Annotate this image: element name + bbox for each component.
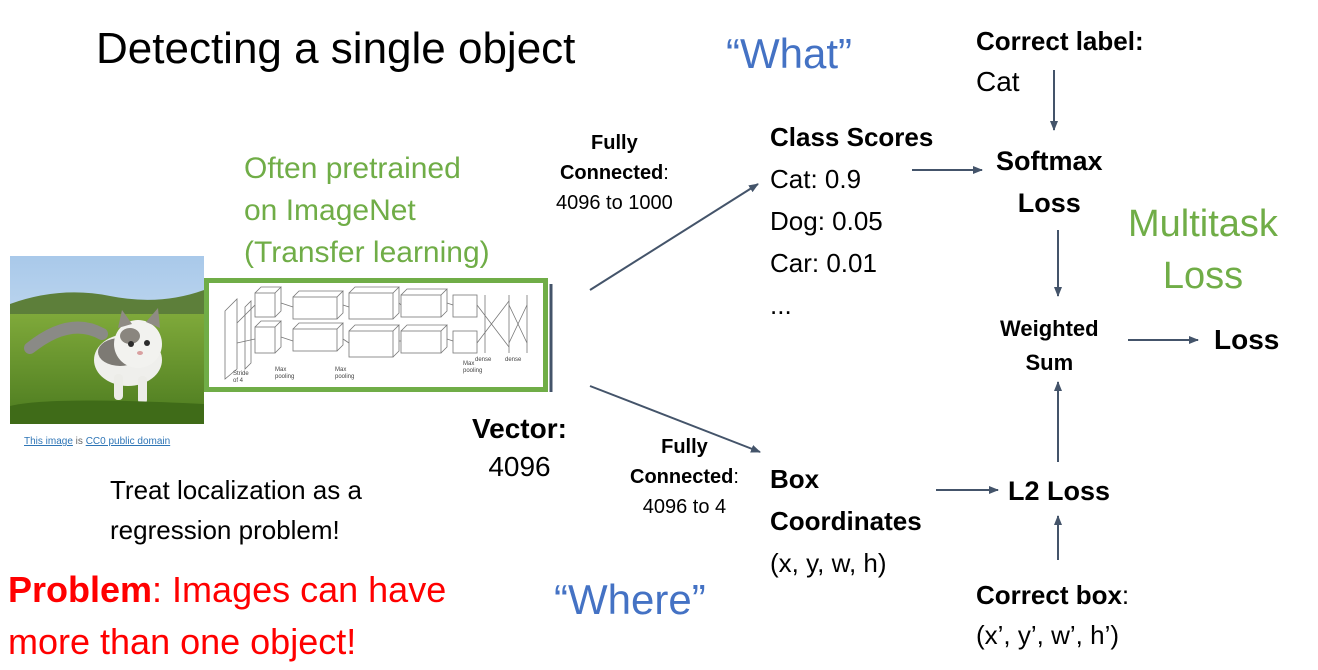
cnn-label: dense xyxy=(475,357,492,363)
image-caption: This image is CC0 public domain xyxy=(24,436,170,447)
problem-rest: : Images can have xyxy=(152,569,447,610)
weighted-line: Weighted xyxy=(1000,316,1099,341)
cnn-label: Max xyxy=(335,367,346,373)
cnn-label: pooling xyxy=(335,374,354,380)
cnn-label: of 4 xyxy=(233,378,244,384)
class-scores-title: Class Scores xyxy=(770,122,934,152)
image-link[interactable]: This image xyxy=(24,436,73,447)
problem-line2: more than one object! xyxy=(8,621,357,662)
correct-box-label: Correct box xyxy=(976,580,1122,610)
correct-box-title: Correct box: xyxy=(976,580,1129,611)
cnn-label: dense xyxy=(505,357,522,363)
l2-loss: L2 Loss xyxy=(1008,476,1111,506)
softmax-line: Softmax xyxy=(996,146,1103,176)
cnn-architecture: Stride of 4 Max pooling Max pooling Max … xyxy=(204,278,548,392)
cnn-label: Stride xyxy=(233,371,249,377)
caption-is: is xyxy=(72,436,86,447)
fc-bottom-line1: Fully xyxy=(661,436,708,458)
box-coordinates: Box Coordinates (x, y, w, h) xyxy=(770,458,922,584)
box-title-line2: Coordinates xyxy=(770,506,922,536)
softmax-line: Loss xyxy=(1017,188,1081,218)
pretrained-line: Often pretrained xyxy=(244,152,461,185)
class-scores: Class Scores Cat: 0.9 Dog: 0.05 Car: 0.0… xyxy=(770,116,933,326)
vector-size: 4096 xyxy=(488,451,551,482)
class-score-item: ... xyxy=(770,290,792,320)
total-loss: Loss xyxy=(1214,324,1280,355)
box-title-line1: Box xyxy=(770,464,820,494)
license-link[interactable]: CC0 public domain xyxy=(85,436,171,447)
problem-note: Problem: Images can have more than one o… xyxy=(8,564,446,668)
pretrained-line: on ImageNet xyxy=(244,194,416,227)
pretrained-note: Often pretrained on ImageNet (Transfer l… xyxy=(244,148,490,274)
weighted-sum: Weighted Sum xyxy=(1000,312,1099,380)
cnn-label: Max xyxy=(463,361,474,367)
cnn-label: Max xyxy=(275,367,286,373)
class-score-item: Cat: 0.9 xyxy=(770,164,862,194)
problem-bold: Problem xyxy=(8,569,153,610)
fc-layer-bottom: Fully Connected: 4096 to 4 xyxy=(630,432,739,522)
correct-box-colon: : xyxy=(1121,580,1130,610)
correct-box-value: (x’, y’, w’, h’) xyxy=(976,620,1119,650)
fc-top-line2: Connected xyxy=(559,162,664,184)
fc-layer-top: Fully Connected: 4096 to 1000 xyxy=(556,128,673,218)
fc-top-colon: : xyxy=(663,162,669,184)
regression-line: Treat localization as a xyxy=(110,475,362,505)
fc-top-line1: Fully xyxy=(591,132,638,154)
fc-bottom-colon: : xyxy=(733,466,739,488)
cnn-label: pooling xyxy=(463,368,482,374)
kitten-photo xyxy=(10,256,204,424)
class-score-item: Dog: 0.05 xyxy=(770,206,883,236)
multitask-loss-note: Multitask Loss xyxy=(1128,198,1278,302)
multitask-line: Loss xyxy=(1162,255,1244,297)
what-label: “What” xyxy=(726,30,852,77)
regression-note: Treat localization as a regression probl… xyxy=(110,470,362,550)
correct-label-title: Correct label: xyxy=(976,26,1144,56)
vector-label: Vector: xyxy=(472,413,567,444)
correct-label-value: Cat xyxy=(976,66,1020,97)
where-label: “Where” xyxy=(554,576,706,623)
weighted-line: Sum xyxy=(1025,350,1074,375)
class-score-item: Car: 0.01 xyxy=(770,248,877,278)
fc-top-dims: 4096 to 1000 xyxy=(556,192,673,214)
fc-bottom-line2: Connected xyxy=(630,466,734,488)
box-value: (x, y, w, h) xyxy=(770,548,887,578)
multitask-line: Multitask xyxy=(1128,203,1278,245)
slide-title: Detecting a single object xyxy=(96,24,576,73)
softmax-loss: Softmax Loss xyxy=(996,140,1103,224)
regression-line: regression problem! xyxy=(110,515,340,545)
pretrained-line: (Transfer learning) xyxy=(244,236,490,269)
cnn-label: pooling xyxy=(275,374,294,380)
fc-bottom-dims: 4096 to 4 xyxy=(642,496,727,518)
feature-vector: Vector: 4096 xyxy=(472,410,567,486)
